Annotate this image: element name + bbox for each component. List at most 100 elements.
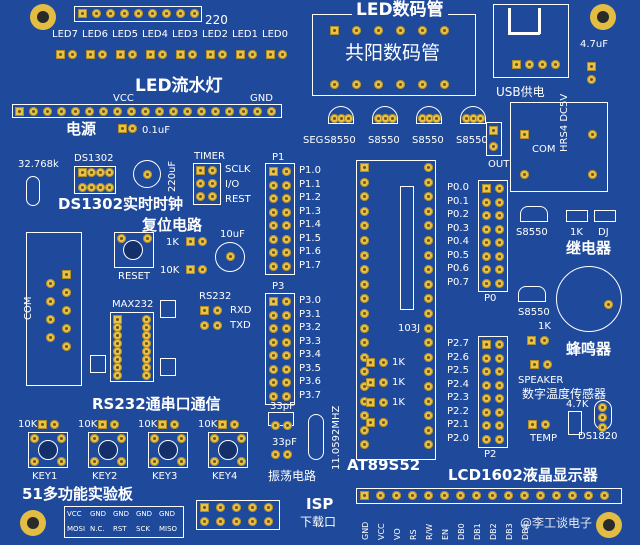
relay-transistor-outline xyxy=(520,206,548,222)
key-res-pad xyxy=(98,420,107,429)
resistor-103j-label: 103J xyxy=(398,323,421,334)
led-pad xyxy=(236,50,245,59)
relay-title: 继电器 xyxy=(566,239,612,257)
port-pad xyxy=(495,394,504,403)
key-pad xyxy=(237,434,246,443)
port-pad xyxy=(482,211,491,220)
key-pad xyxy=(150,457,159,466)
key-res-pad xyxy=(38,420,47,429)
cap-10uf-label: 10uF xyxy=(220,229,245,240)
led-pad xyxy=(176,50,185,59)
transistor-outline xyxy=(372,106,398,124)
seg-pad xyxy=(352,26,361,35)
mounting-hole-bottom-left xyxy=(20,510,46,536)
temp-header-pad xyxy=(541,420,550,429)
timer-pad xyxy=(208,179,217,188)
max232-pad xyxy=(113,355,122,364)
relay-dj-outline xyxy=(594,210,616,222)
pin-label: P1.0 xyxy=(299,165,321,176)
isp-pad xyxy=(248,503,257,512)
port-pad xyxy=(282,194,291,203)
isp-pad xyxy=(216,517,225,526)
buzzer-title: 蜂鸣器 xyxy=(566,340,612,358)
ds1302-pad xyxy=(78,183,87,192)
transistor-pad xyxy=(432,114,441,123)
lcd-pad xyxy=(360,491,369,500)
mcu-pad xyxy=(360,396,369,406)
transistor-pad xyxy=(418,114,427,123)
pin-label: LED3 xyxy=(172,29,198,40)
timer-header-outline xyxy=(193,163,221,205)
txd-label: TXD xyxy=(230,320,251,331)
mcu-pad xyxy=(360,440,369,450)
key-pad xyxy=(177,457,186,466)
transistor-outline xyxy=(328,106,354,124)
pin-label: SCLK xyxy=(225,164,251,175)
speaker-label: SPEAKER xyxy=(518,375,564,386)
port-pad xyxy=(282,180,291,190)
port-pad xyxy=(269,324,278,333)
led-pad xyxy=(98,50,107,59)
led-pad xyxy=(86,50,95,59)
port-pad xyxy=(482,278,491,288)
max232-pad xyxy=(142,315,151,324)
isp-sub-label: 下载口 xyxy=(300,515,337,529)
lcd-pad xyxy=(584,491,593,500)
resistor-array-pad xyxy=(120,9,129,18)
port-pad xyxy=(282,351,291,360)
power-pad xyxy=(211,107,220,116)
resistor-array-pad xyxy=(106,9,115,18)
max232-pad xyxy=(113,323,122,332)
key-button-cap xyxy=(38,440,58,460)
speaker-pad xyxy=(530,360,539,369)
usb-cap-pad xyxy=(587,75,596,84)
seg-pad xyxy=(396,26,405,35)
max232-cap-outline xyxy=(160,300,176,318)
rs232-pad xyxy=(200,321,209,330)
seg-label: SEG xyxy=(303,135,324,146)
pin-label: REST xyxy=(225,194,251,205)
port-pad xyxy=(495,340,504,349)
buzzer-1k-pad xyxy=(527,336,536,345)
seg-pad xyxy=(352,80,361,89)
pin-label: S8550 xyxy=(368,135,400,146)
cap-220uf-label: 220uF xyxy=(167,160,178,192)
r10k-pad xyxy=(186,265,195,274)
mcu-pad xyxy=(360,309,369,318)
key-res-pad xyxy=(230,420,239,429)
usb-pad xyxy=(551,60,560,69)
mcu-pad xyxy=(360,367,369,377)
isp-header-outline xyxy=(196,500,280,530)
out-pad-outline xyxy=(486,122,502,156)
pin-label: 10K xyxy=(18,419,38,430)
mcu-pad xyxy=(424,236,433,245)
mcu-pad xyxy=(360,163,369,172)
power-pad xyxy=(197,107,206,116)
usb-power-label: USB供电 xyxy=(496,85,545,99)
port-pad xyxy=(495,238,504,247)
max232-pad xyxy=(113,363,122,372)
res-pad xyxy=(366,398,375,407)
pin-label: P2.5 xyxy=(447,365,469,376)
isp-pad xyxy=(216,503,225,512)
lcd-header-outline xyxy=(356,488,622,504)
res-pad xyxy=(379,378,388,387)
pin-label: P1.5 xyxy=(299,232,321,244)
relay-module-outline xyxy=(510,102,608,192)
key-pad xyxy=(90,457,99,466)
pin-label: LED4 xyxy=(142,29,168,40)
key-button-cap xyxy=(158,440,178,460)
pin-label: P0.4 xyxy=(447,236,469,247)
power-pad xyxy=(155,107,164,116)
mcu-pad xyxy=(424,352,433,362)
seg-pad xyxy=(418,80,427,89)
mcu-pad xyxy=(424,221,433,231)
pin-label: EN xyxy=(441,528,450,540)
mcu-pad xyxy=(424,309,433,318)
port-pad xyxy=(269,207,278,217)
com-pad xyxy=(46,333,55,342)
power-header-outline xyxy=(12,104,282,118)
cap-33pf-label-a: 33pF xyxy=(270,401,295,412)
isp-pad xyxy=(200,517,209,526)
electrolytic-cap-10uf xyxy=(215,242,245,272)
